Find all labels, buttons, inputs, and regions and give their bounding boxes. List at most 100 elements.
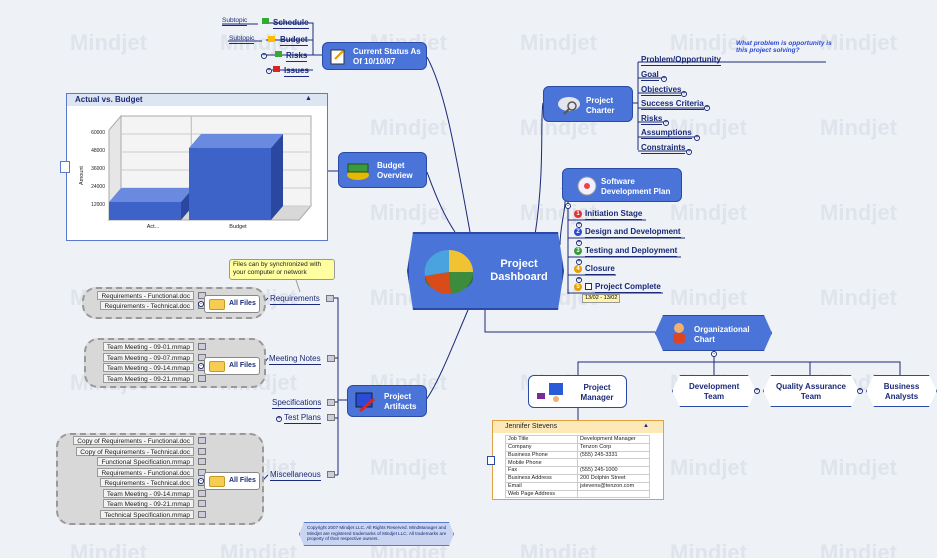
qa-expand-icon[interactable]: + (857, 388, 863, 394)
business-analysts-box[interactable]: Business Analysts (866, 375, 937, 407)
chart-attach-icon[interactable] (60, 161, 70, 173)
file-item[interactable]: Technical Specification.mmap (100, 509, 194, 519)
qa-team-box[interactable]: Quality Assurance Team (763, 375, 859, 407)
development-team-box[interactable]: Development Team (672, 375, 756, 407)
stage-item[interactable]: Project Complete (595, 282, 661, 293)
charter-constraints[interactable]: Constraints (641, 143, 686, 154)
charter-assumptions[interactable]: Assumptions (641, 128, 692, 139)
meeting-notes-note-icon[interactable] (327, 355, 335, 362)
requirements-all-files[interactable]: All Files (204, 295, 260, 313)
complete-dates-badge: 13/02 - 13/02 (582, 294, 621, 303)
stage-expand-icon[interactable]: + (576, 222, 582, 228)
test-plans-topic[interactable]: Test Plans (284, 413, 321, 424)
money-icon (347, 163, 369, 180)
schedule-item[interactable]: Schedule (273, 18, 309, 29)
goal-expand-icon[interactable]: + (661, 76, 667, 82)
project-manager-box[interactable]: Project Manager (528, 375, 627, 408)
software-collapse-icon[interactable]: - (565, 203, 571, 209)
project-artifacts-topic[interactable]: Project Artifacts (347, 385, 427, 417)
file-note-icon[interactable] (198, 500, 206, 507)
issues-item[interactable]: Issues (284, 66, 309, 77)
file-item[interactable]: Requirements - Functional.doc (97, 291, 194, 300)
specifications-note-icon[interactable] (327, 399, 335, 406)
software-plan-topic[interactable]: Software Development Plan (562, 168, 682, 202)
meeting-notes-topic[interactable]: Meeting Notes (269, 354, 321, 365)
budget-item[interactable]: Budget (280, 35, 308, 46)
file-item[interactable]: Requirements - Technical.doc (100, 478, 194, 487)
charter-risks-expand-icon[interactable]: + (663, 120, 669, 126)
file-item[interactable]: Team Meeting - 09-21.mmap (102, 499, 194, 508)
charter-question-note: What problem is opportunity is this proj… (736, 40, 832, 54)
budget-overview-topic[interactable]: Budget Overview (338, 152, 427, 188)
stage-expand-icon[interactable]: + (576, 277, 582, 283)
file-note-icon[interactable] (198, 343, 206, 350)
miscellaneous-topic[interactable]: Miscellaneous (270, 470, 321, 481)
file-item[interactable]: Team Meeting - 09-14.mmap (102, 488, 194, 498)
misc-all-files[interactable]: All Files (204, 472, 260, 490)
file-note-icon[interactable] (198, 374, 206, 382)
risks-expand-icon[interactable]: + (261, 53, 267, 59)
stage-item[interactable]: Closure (585, 264, 615, 275)
org-collapse-icon[interactable]: - (711, 351, 717, 357)
central-topic[interactable]: Project Dashboard (407, 232, 564, 310)
stage-item[interactable]: Design and Development (585, 227, 681, 238)
file-item[interactable]: Copy of Requirements - Functional.doc (73, 436, 194, 445)
file-item[interactable]: Team Meeting - 09-21.mmap (102, 373, 194, 383)
specifications-topic[interactable]: Specifications (272, 398, 322, 409)
person-icon (670, 322, 688, 344)
dev-team-expand-icon[interactable]: + (754, 388, 760, 394)
current-status-topic[interactable]: Current Status As Of 10/10/07 (322, 42, 427, 70)
misc-note-icon[interactable] (327, 471, 335, 478)
schedule-subtopic[interactable]: Subtopic (222, 17, 248, 26)
file-note-icon[interactable] (198, 489, 206, 497)
stage-expand-icon[interactable]: + (576, 259, 582, 265)
stage-item[interactable]: Initiation Stage (585, 209, 643, 220)
file-note-icon[interactable] (198, 447, 206, 455)
assumptions-expand-icon[interactable]: + (694, 135, 700, 141)
stage-expand-icon[interactable]: + (576, 240, 582, 246)
file-item[interactable]: Team Meeting - 09-14.mmap (102, 363, 194, 372)
charter-problem-opportunity[interactable]: Problem/Opportunity (641, 55, 721, 66)
meet-collapse-icon[interactable]: - (198, 363, 204, 369)
complete-checkbox-icon[interactable] (585, 283, 592, 290)
charter-success-criteria[interactable]: Success Criteria (641, 99, 704, 110)
issues-expand-icon[interactable]: + (266, 68, 272, 74)
charter-risks[interactable]: Risks (641, 114, 663, 125)
file-item[interactable]: Team Meeting - 09-07.mmap (102, 352, 194, 362)
test-plans-expand-icon[interactable]: + (276, 416, 282, 422)
file-item[interactable]: Copy of Requirements - Technical.doc (76, 446, 194, 456)
file-item[interactable]: Requirements - Functional.doc (97, 467, 194, 477)
project-charter-topic[interactable]: Project Charter (543, 86, 633, 122)
file-item[interactable]: Functional Specification.mmap (97, 457, 194, 466)
requirements-note-icon[interactable] (326, 295, 334, 302)
pie-chart-icon (421, 244, 477, 300)
project-charter-title: Project Charter (586, 96, 615, 115)
success-expand-icon[interactable]: + (704, 105, 710, 111)
qa-team-label: Quality Assurance Team (776, 382, 846, 401)
file-note-icon[interactable] (198, 458, 206, 465)
file-note-icon[interactable] (198, 510, 206, 518)
test-plans-note-icon[interactable] (327, 414, 335, 421)
objectives-expand-icon[interactable]: + (681, 91, 687, 97)
file-item[interactable]: Team Meeting - 09-01.mmap (102, 342, 194, 351)
stage-item[interactable]: Testing and Deployment (585, 246, 678, 257)
requirements-topic[interactable]: Requirements (270, 294, 320, 305)
collapse-icon[interactable]: ▲ (305, 95, 312, 102)
req-collapse-icon[interactable]: - (198, 301, 204, 307)
budget-subtopic[interactable]: Subtopic (229, 35, 255, 44)
chart-tick-label: 60000 (91, 130, 105, 136)
org-chart-topic[interactable]: Organizational Chart (655, 315, 772, 351)
contact-collapse-icon[interactable]: ▲ (643, 423, 649, 429)
file-note-icon[interactable] (198, 437, 206, 444)
charter-objectives[interactable]: Objectives (641, 85, 682, 96)
chart-bar-top (189, 134, 283, 148)
risks-item[interactable]: Risks (286, 51, 308, 62)
meeting-all-files[interactable]: All Files (204, 357, 260, 375)
file-item[interactable]: Requirements - Technical.doc (100, 301, 194, 310)
contact-attach-icon[interactable] (487, 456, 495, 465)
misc-collapse-icon[interactable]: - (198, 478, 204, 484)
charter-goal[interactable]: Goal (641, 70, 659, 81)
constraints-expand-icon[interactable]: + (686, 149, 692, 155)
